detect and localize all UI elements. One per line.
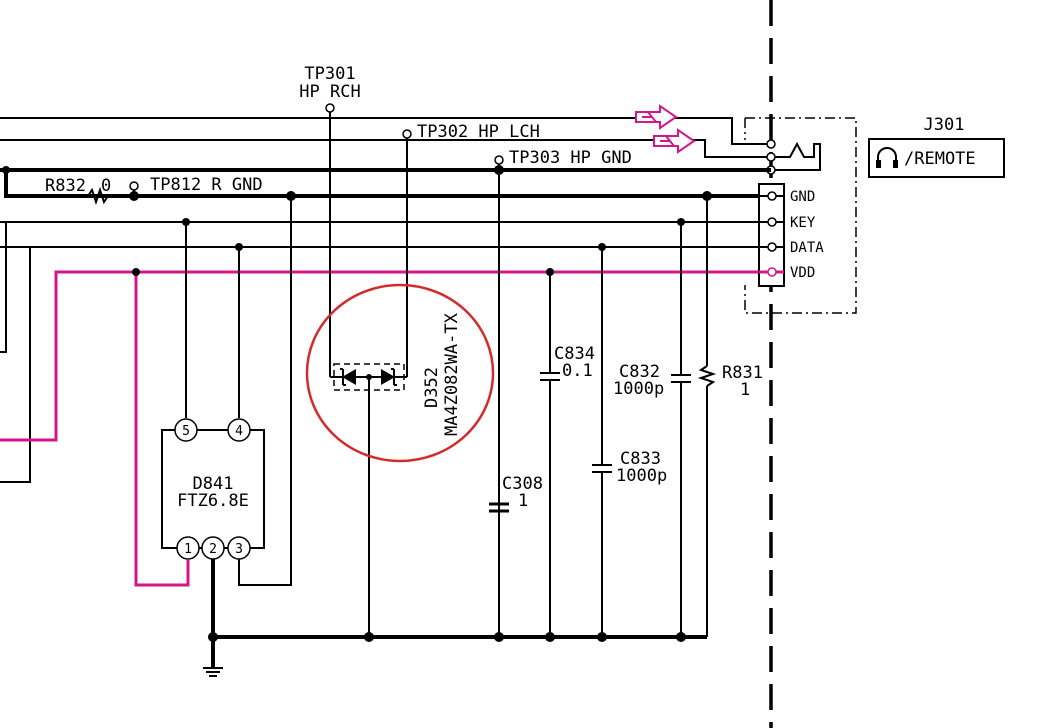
- c834-ref: C834: [554, 344, 595, 364]
- d841-pin-2: 2: [209, 542, 217, 557]
- connector-outline: [744, 117, 857, 314]
- r831-value: 1: [740, 380, 750, 400]
- r832-ref: R832: [45, 176, 86, 196]
- c308-capacitor: [489, 502, 509, 513]
- tp812-label: TP812 R GND: [150, 175, 263, 195]
- connector-pin-vdd: VDD: [790, 265, 815, 281]
- tp301-pad: [325, 103, 335, 113]
- d841-pin-3: 3: [235, 542, 243, 557]
- tp303-label: TP303 HP GND: [509, 148, 632, 168]
- c832-value: 1000p: [613, 379, 664, 399]
- c833-value: 1000p: [616, 466, 667, 486]
- headphone-jack-contacts: [766, 139, 821, 175]
- d841-ref: D841: [193, 474, 234, 494]
- junction-dots: [2, 165, 712, 642]
- tp302-pad: [402, 129, 412, 139]
- c834-capacitor: [540, 272, 560, 637]
- hp-lch-line: [0, 139, 771, 158]
- d352-part: MA4Z082WA-TX: [442, 312, 462, 436]
- r831-resistor: [697, 196, 717, 637]
- j301-ref: J301: [924, 115, 965, 135]
- j301-label-box: [868, 138, 1005, 178]
- d352-ref: D352: [422, 367, 442, 408]
- d841-block: [161, 196, 292, 677]
- r832-value: 0: [101, 176, 111, 196]
- tp812-pad: [129, 181, 139, 191]
- r832-resistor: [87, 186, 109, 206]
- c833-ref: C833: [620, 449, 661, 469]
- vdd-branch: [134, 272, 190, 587]
- connector-pin-gnd: GND: [790, 189, 815, 205]
- tp301-id: TP301: [304, 64, 355, 84]
- c834-value: 0.1: [562, 361, 593, 381]
- connector-pin-data: DATA: [790, 240, 824, 256]
- c308-value: 1: [518, 491, 528, 511]
- r831-ref: R831: [722, 363, 763, 383]
- connector-pin-key: KEY: [790, 215, 816, 231]
- c832-ref: C832: [619, 362, 660, 382]
- vdd-line: [0, 270, 771, 442]
- d841-pin-5: 5: [182, 424, 190, 439]
- tp303-pad: [494, 155, 504, 165]
- d841-pin-1: 1: [184, 542, 192, 557]
- connector-pins: [759, 191, 784, 277]
- c832-capacitor: [671, 222, 691, 637]
- d841-part: FTZ6.8E: [177, 491, 249, 511]
- headphone-icon: [876, 147, 898, 168]
- d352-diode-array: [329, 363, 408, 637]
- d841-pin-4: 4: [235, 424, 243, 439]
- highlight-circle: [305, 283, 495, 463]
- tp302-label: TP302 HP LCH: [417, 122, 540, 142]
- gnd-bus: [4, 170, 771, 198]
- hp-rch-line: [0, 117, 771, 145]
- tp301-name: HP RCH: [299, 82, 360, 102]
- j301-remote-label: /REMOTE: [904, 149, 976, 169]
- c833-capacitor: [592, 247, 612, 637]
- signal-arrow-icon: [635, 104, 696, 154]
- c308-ref: C308: [502, 474, 543, 494]
